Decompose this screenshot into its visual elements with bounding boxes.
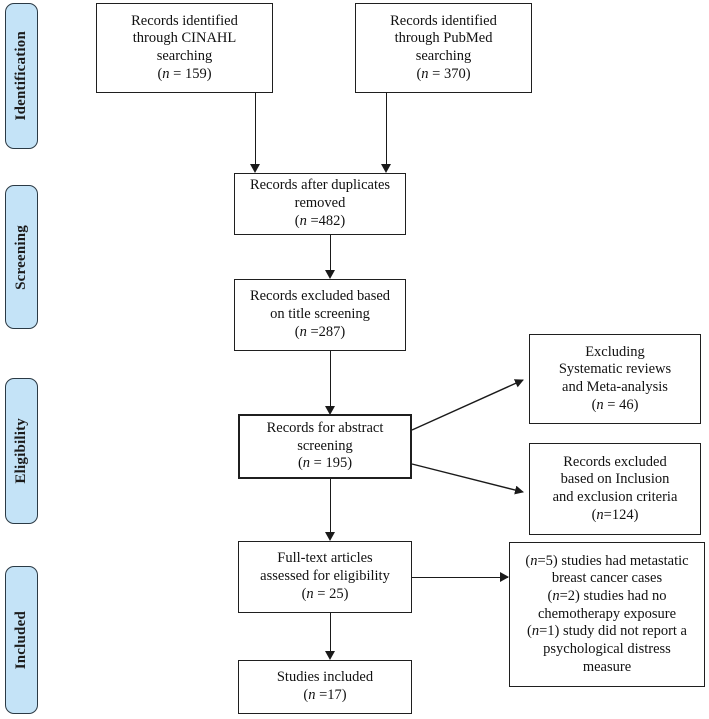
connector-duplicates-to-title-excluded — [330, 235, 331, 274]
arrowhead-title-excluded-to-abstract — [325, 406, 335, 415]
arrowhead-fulltext-to-studies-included — [325, 651, 335, 660]
box-text-inclusion-excluded: Records excluded based on Inclusion and … — [552, 453, 678, 523]
box-full-text-articles-assessed: Full-text articles assessed for eligibil… — [238, 541, 412, 613]
arrowhead-duplicates-to-title-excluded — [325, 270, 335, 279]
connector-abstract-to-inclusion-excluded — [411, 463, 524, 495]
box-records-identified-cinahl: Records identified through CINAHL search… — [96, 3, 273, 93]
connector-fulltext-to-studies-included — [330, 613, 331, 656]
box-text-pubmed: Records identified through PubMed search… — [390, 12, 497, 82]
connector-fulltext-to-exclusion-reasons — [412, 577, 508, 578]
box-full-text-exclusion-reasons: (n=5) studies had metastatic breast canc… — [509, 542, 705, 687]
box-records-identified-pubmed: Records identified through PubMed search… — [355, 3, 532, 93]
arrowhead-fulltext-to-exclusion-reasons — [500, 572, 509, 582]
box-text-fulltext-assessed: Full-text articles assessed for eligibil… — [260, 550, 390, 602]
connector-title-excluded-to-abstract — [330, 351, 331, 411]
box-text-duplicates-removed: Records after duplicates removed (n =482… — [249, 177, 391, 229]
arrowhead-abstract-to-fulltext — [325, 532, 335, 541]
arrowhead-pubmed-to-duplicates — [381, 164, 391, 173]
connector-cinahl-to-duplicates — [255, 93, 256, 167]
box-records-excluded-title-screening: Records excluded based on title screenin… — [234, 279, 406, 351]
box-studies-included: Studies included (n =17) — [238, 660, 412, 714]
box-text-abstract-screening: Records for abstract screening (n = 195) — [266, 419, 384, 472]
connector-abstract-to-excluding-reviews — [411, 379, 524, 431]
box-text-fulltext-exclusion-reasons: (n=5) studies had metastatic breast canc… — [525, 552, 689, 675]
stage-bar-identification: Identification — [5, 3, 38, 149]
connector-pubmed-to-duplicates — [386, 93, 387, 167]
stage-bar-screening: Screening — [5, 185, 38, 329]
box-text-title-excluded: Records excluded based on title screenin… — [249, 288, 391, 340]
arrowhead-cinahl-to-duplicates — [250, 164, 260, 173]
box-text-excluding-reviews: Excluding Systematic reviews and Meta-an… — [558, 343, 672, 413]
box-text-cinahl: Records identified through CINAHL search… — [131, 12, 238, 82]
connector-abstract-to-fulltext — [330, 479, 331, 537]
box-records-excluded-inclusion-exclusion: Records excluded based on Inclusion and … — [529, 443, 701, 535]
box-text-studies-included: Studies included (n =17) — [276, 669, 374, 703]
box-records-after-duplicates-removed: Records after duplicates removed (n =482… — [234, 173, 406, 235]
stage-bar-included: Included — [5, 566, 38, 714]
stage-bar-eligibility: Eligibility — [5, 378, 38, 524]
box-records-for-abstract-screening: Records for abstract screening (n = 195) — [238, 414, 412, 479]
box-excluding-systematic-reviews: Excluding Systematic reviews and Meta-an… — [529, 334, 701, 424]
